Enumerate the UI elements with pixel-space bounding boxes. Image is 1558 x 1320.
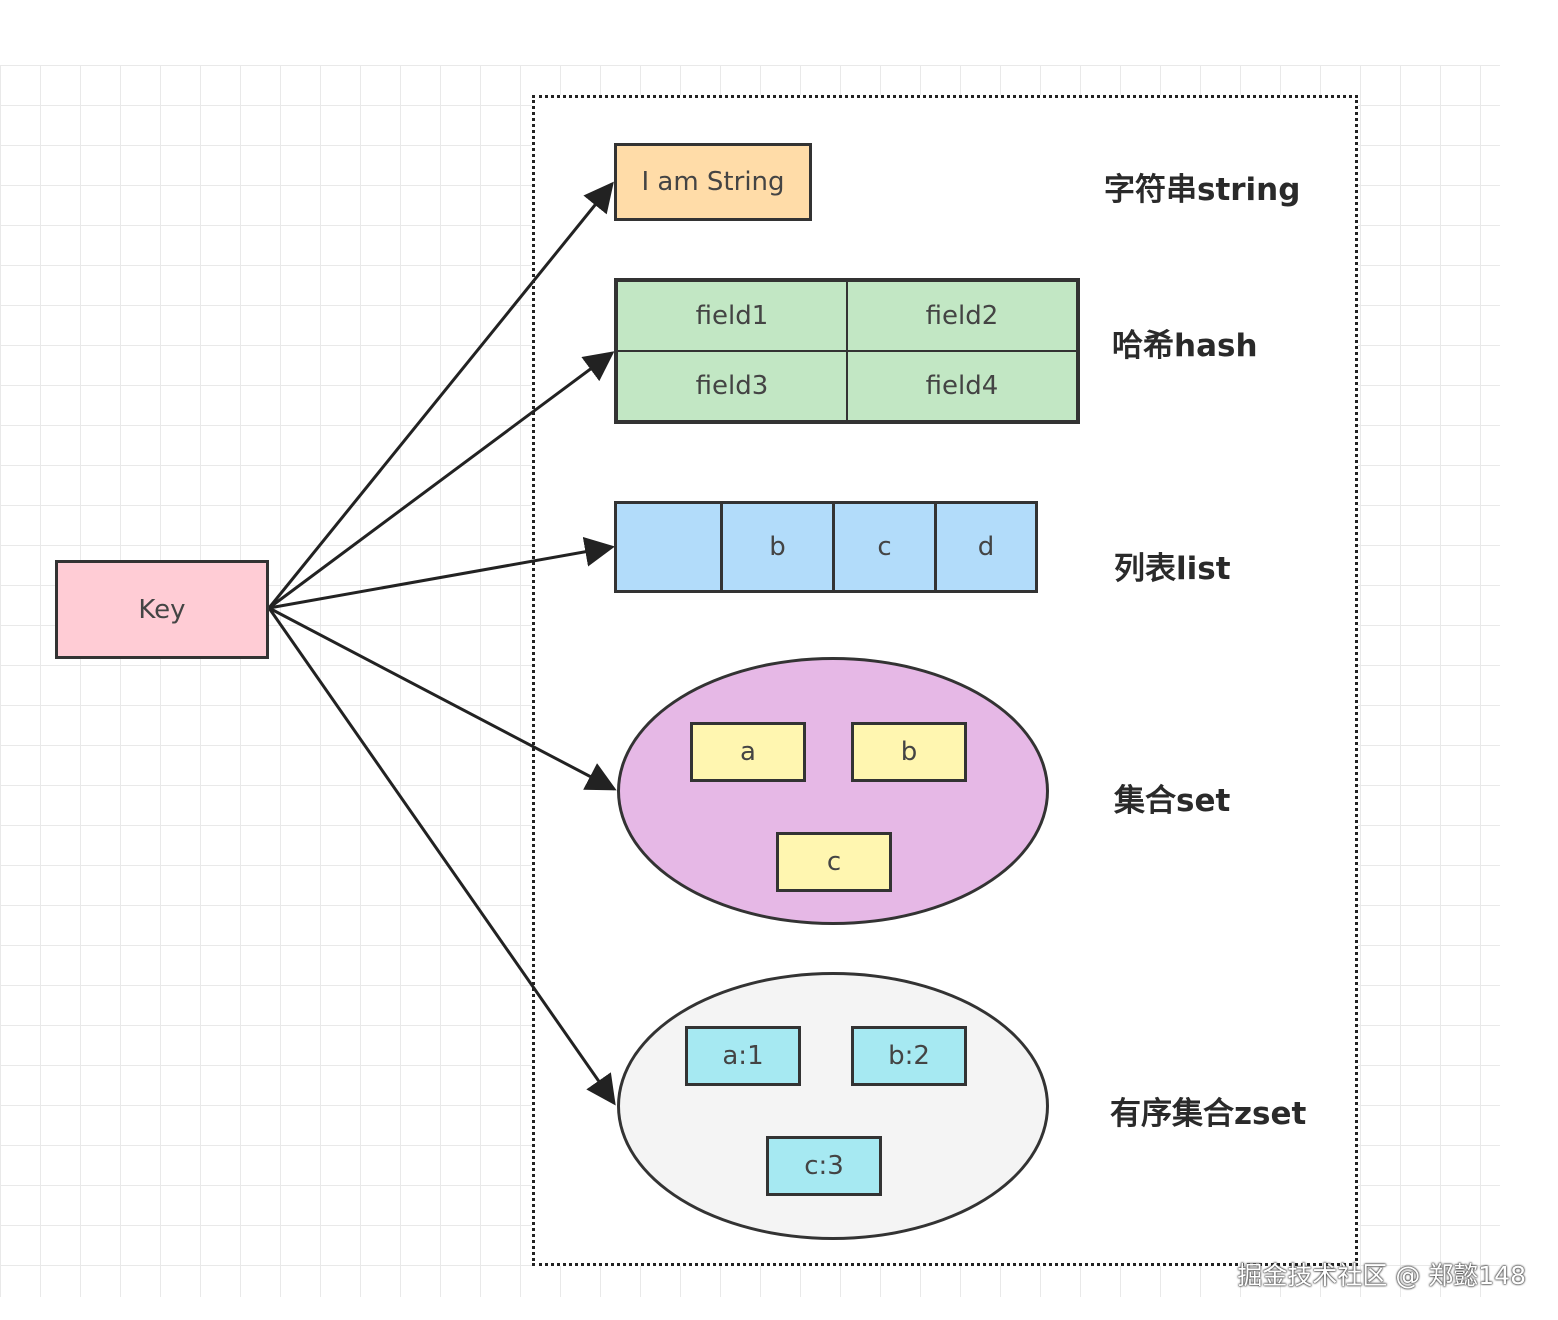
string-type-label: 字符串string <box>1104 172 1301 208</box>
arrow-to-set <box>268 606 617 791</box>
arrow-to-zset <box>267 607 616 1106</box>
list-item: d <box>977 532 995 562</box>
string-value-box: I am String <box>614 143 812 221</box>
set-type-label: 集合set <box>1114 783 1231 819</box>
set-member: b <box>851 722 967 782</box>
hash-field: field3 <box>617 351 847 421</box>
arrow-to-string <box>267 181 614 609</box>
list-type-label: 列表list <box>1114 551 1231 587</box>
key-box: Key <box>55 560 269 659</box>
arrow-to-list <box>268 536 615 610</box>
zset-member: b:2 <box>851 1026 967 1086</box>
zset-member: c:3 <box>766 1136 882 1196</box>
set-member: a <box>690 722 806 782</box>
zset-ellipse <box>617 972 1049 1240</box>
hash-table: field1 field2 field3 field4 <box>614 278 1080 424</box>
list-item: c <box>835 504 937 590</box>
zset-type-label: 有序集合zset <box>1110 1096 1307 1132</box>
zset-member: a:1 <box>685 1026 801 1086</box>
list-item: b <box>723 504 835 590</box>
arrow-to-hash <box>268 351 615 610</box>
list-row: b c d <box>614 501 1038 593</box>
hash-type-label: 哈希hash <box>1112 328 1258 364</box>
hash-field: field1 <box>617 281 847 351</box>
hash-field: field4 <box>847 351 1077 421</box>
list-item <box>617 504 723 590</box>
set-member: c <box>776 832 892 892</box>
watermark: 掘金技术社区 @ 郑懿148 <box>1237 1261 1526 1290</box>
hash-field: field2 <box>847 281 1077 351</box>
